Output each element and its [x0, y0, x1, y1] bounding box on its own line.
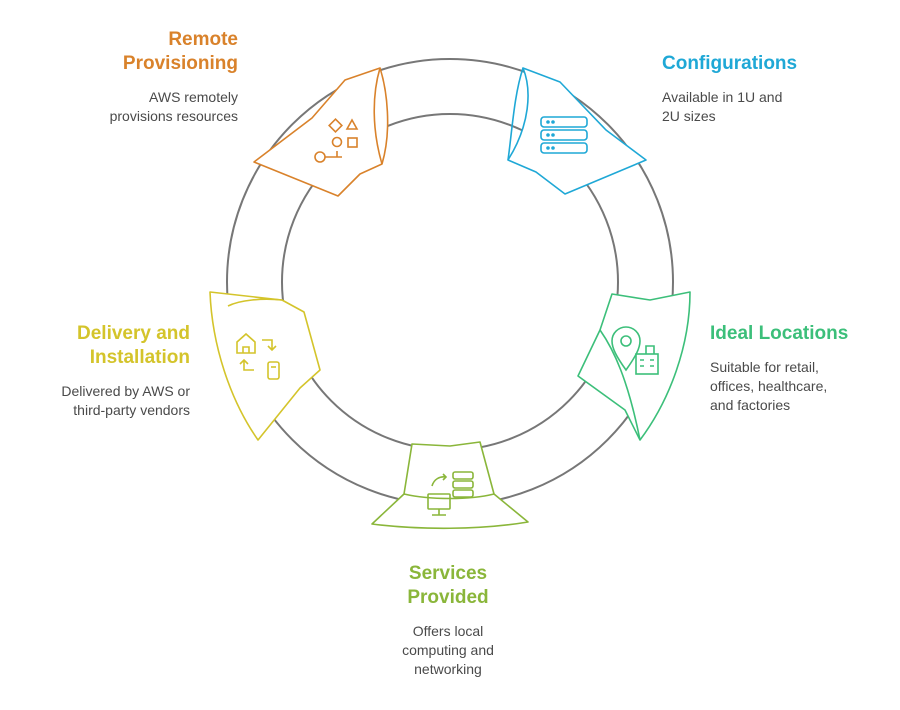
desc-line: Delivered by AWS or	[61, 383, 190, 399]
title-line: Ideal Locations	[710, 323, 849, 344]
desc-line: third-party vendors	[73, 402, 190, 418]
desc-line: offices, healthcare,	[710, 378, 828, 394]
desc-line: 2U sizes	[662, 108, 716, 124]
arrow-services-provided	[371, 441, 529, 530]
desc-line: provisions resources	[109, 108, 238, 124]
label-configurations: Configurations Available in 1U and 2U si…	[662, 52, 797, 126]
title-configurations: Configurations	[662, 52, 797, 76]
desc-services-provided: Offers local computing and networking	[348, 622, 548, 679]
desc-line: AWS remotely	[149, 89, 238, 105]
label-ideal-locations: Ideal Locations Suitable for retail, off…	[710, 322, 848, 415]
title-line: Remote	[168, 29, 238, 50]
desc-line: Offers local	[412, 623, 484, 639]
desc-remote-provisioning: AWS remotely provisions resources	[110, 88, 238, 126]
title-line: Services	[408, 563, 488, 584]
arrow-remote-provisioning	[253, 67, 389, 197]
home-delivery-icon	[236, 332, 280, 380]
arrow-configurations	[507, 67, 647, 195]
desc-line: and factories	[710, 397, 791, 413]
label-remote-provisioning: Remote Provisioning AWS remotely provisi…	[110, 28, 238, 126]
title-ideal-locations: Ideal Locations	[710, 322, 848, 346]
title-services-provided: Services Provided	[348, 562, 548, 610]
title-delivery-installation: Delivery and Installation	[61, 322, 190, 370]
label-delivery-installation: Delivery and Installation Delivered by A…	[61, 322, 190, 420]
desc-ideal-locations: Suitable for retail, offices, healthcare…	[710, 358, 848, 415]
shapes-icon	[314, 118, 359, 163]
title-remote-provisioning: Remote Provisioning	[110, 28, 238, 76]
title-line: Provisioning	[122, 53, 238, 74]
arrow-ideal-locations	[577, 291, 691, 441]
title-line: Delivery and	[77, 323, 190, 344]
cycle-ring	[226, 58, 674, 506]
label-services-provided: Services Provided Offers local computing…	[348, 562, 548, 679]
title-line: Provided	[407, 587, 489, 608]
server-stack-icon	[540, 116, 588, 154]
ring-outer	[226, 58, 674, 506]
desc-configurations: Available in 1U and 2U sizes	[662, 88, 797, 126]
desc-line: networking	[414, 661, 482, 677]
computer-server-icon	[427, 471, 474, 516]
arrow-delivery-installation	[209, 291, 321, 441]
title-line: Configurations	[662, 53, 798, 74]
desc-delivery-installation: Delivered by AWS or third-party vendors	[61, 382, 190, 420]
title-line: Installation	[89, 347, 190, 368]
desc-line: Suitable for retail,	[710, 359, 819, 375]
location-building-icon	[611, 326, 659, 375]
desc-line: computing and	[402, 642, 494, 658]
desc-line: Available in 1U and	[662, 89, 783, 105]
